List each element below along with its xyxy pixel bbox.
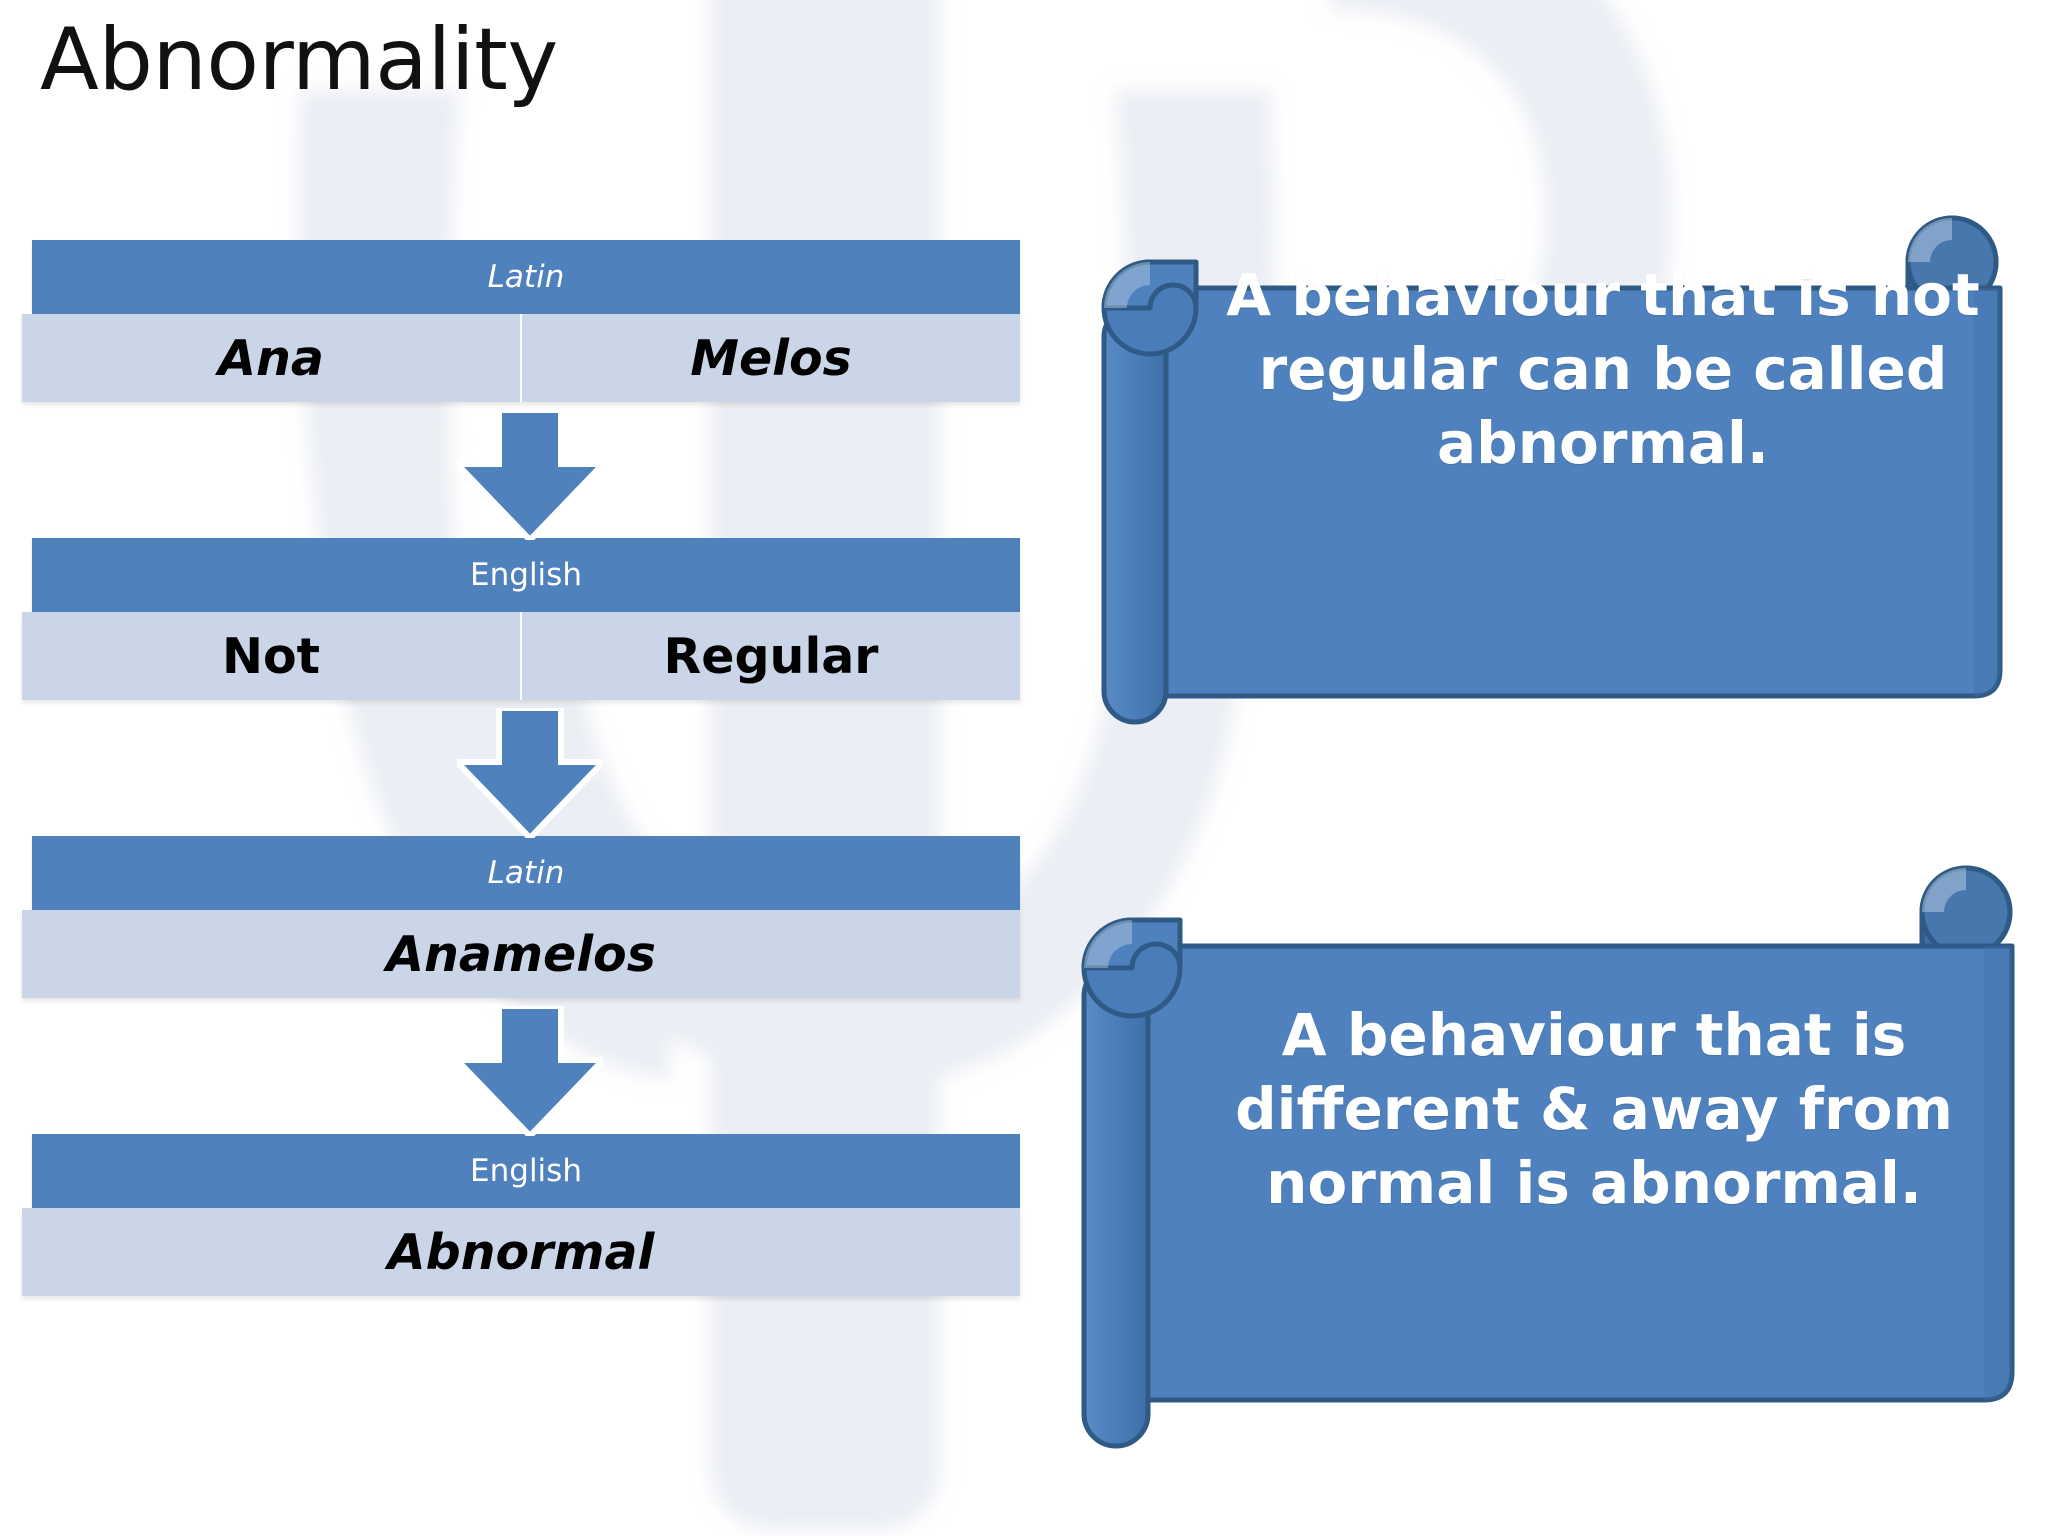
flow-cell-ana: Ana (22, 314, 520, 402)
flow-cell-melos: Melos (520, 314, 1020, 402)
scroll-banner-2: A behaviour that is different & away fro… (1068, 850, 2048, 1470)
etymology-flow-chart: Latin Ana Melos English Not Regular (0, 240, 1060, 1510)
scroll-banner-1: A behaviour that is not regular can be c… (1090, 200, 2040, 760)
flow-row-2-cells: Not Regular (22, 612, 1020, 700)
flow-row-1-cells: Ana Melos (22, 314, 1020, 402)
flow-cell-abnormal: Abnormal (22, 1208, 1020, 1296)
flow-row-4-language: English (32, 1134, 1020, 1208)
flow-cell-regular: Regular (520, 612, 1020, 700)
flow-row-3-language: Latin (32, 836, 1020, 910)
flow-row-1-language: Latin (32, 240, 1020, 314)
flow-row-2-language: English (32, 538, 1020, 612)
scroll-banner-2-text: A behaviour that is different & away fro… (1235, 1001, 1953, 1218)
arrow-down-3-icon (457, 1006, 603, 1136)
arrow-down-2-icon (457, 708, 603, 838)
flow-row-4-cells: Abnormal (22, 1208, 1020, 1296)
page-title: Abnormality (40, 10, 558, 110)
flow-cell-anamelos: Anamelos (22, 910, 1020, 998)
flow-row-3-cells: Anamelos (22, 910, 1020, 998)
flow-cell-not: Not (22, 612, 520, 700)
scroll-banner-1-text: A behaviour that is not regular can be c… (1226, 261, 1980, 478)
arrow-down-1-icon (457, 410, 603, 540)
